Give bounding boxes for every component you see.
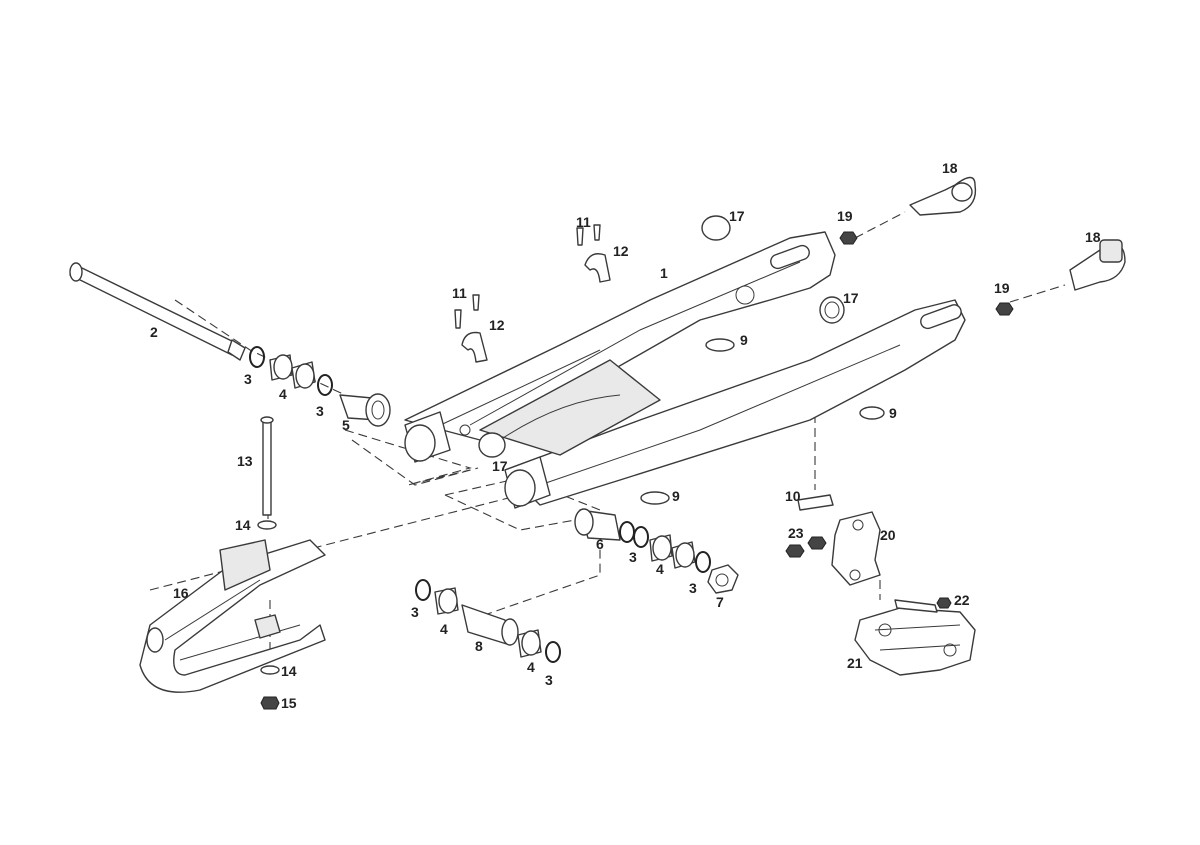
label-4: 4	[440, 621, 448, 637]
label-17: 17	[843, 290, 859, 306]
label-8: 8	[475, 638, 483, 654]
label-5: 5	[342, 417, 350, 433]
right-bearing-set	[574, 508, 739, 594]
label-23: 23	[788, 525, 804, 541]
label-18: 18	[942, 160, 958, 176]
bushing-5	[339, 393, 391, 427]
cable-clamps	[454, 224, 611, 363]
chain-slider	[139, 539, 326, 710]
label-12: 12	[613, 243, 629, 259]
label-11: 11	[576, 214, 591, 230]
label-3: 3	[244, 371, 252, 387]
label-22: 22	[954, 592, 970, 608]
part-number-labels: 1 2 3 3 3 3 3 3 4 4 4 4 5 6 7 8 9 9 9 10…	[150, 160, 1101, 711]
label-13: 13	[237, 453, 253, 469]
label-1: 1	[660, 265, 668, 281]
label-9: 9	[740, 332, 748, 348]
label-17: 17	[492, 458, 508, 474]
label-11: 11	[452, 285, 467, 301]
label-9: 9	[889, 405, 897, 421]
brake-bracket	[785, 494, 881, 586]
swingarm-body	[404, 231, 966, 509]
label-21: 21	[847, 655, 863, 671]
pads-9	[640, 338, 885, 505]
label-4: 4	[279, 386, 287, 402]
caps-17	[478, 215, 845, 458]
label-2: 2	[150, 324, 158, 340]
lower-bearing-set	[415, 579, 561, 663]
label-3: 3	[411, 604, 419, 620]
label-16: 16	[173, 585, 189, 601]
left-bearing-set	[249, 346, 333, 396]
label-4: 4	[656, 561, 664, 577]
pivot-axle	[69, 262, 246, 361]
bolt-13	[257, 416, 277, 530]
label-14: 14	[281, 663, 297, 679]
label-14: 14	[235, 517, 251, 533]
label-18: 18	[1085, 229, 1101, 245]
label-10: 10	[785, 488, 801, 504]
label-3: 3	[689, 580, 697, 596]
label-6: 6	[596, 536, 604, 552]
label-3: 3	[316, 403, 324, 419]
label-7: 7	[716, 594, 724, 610]
label-15: 15	[281, 695, 297, 711]
label-4: 4	[527, 659, 535, 675]
label-17: 17	[729, 208, 745, 224]
chain-guide	[854, 597, 976, 676]
chain-adjusters	[839, 176, 1126, 316]
label-9: 9	[672, 488, 680, 504]
label-3: 3	[629, 549, 637, 565]
label-3: 3	[545, 672, 553, 688]
label-19: 19	[994, 280, 1010, 296]
label-20: 20	[880, 527, 896, 543]
label-12: 12	[489, 317, 505, 333]
label-19: 19	[837, 208, 853, 224]
